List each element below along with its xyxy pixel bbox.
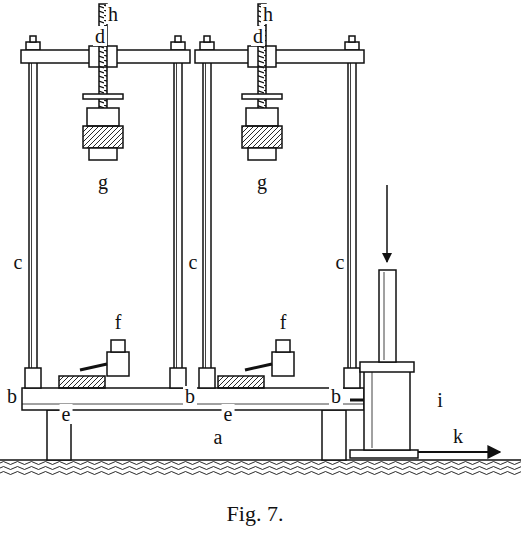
figure-caption: Fig. 7. <box>225 503 286 525</box>
press-die <box>248 148 276 160</box>
press-frame <box>195 4 364 388</box>
floor <box>0 460 521 476</box>
floor-texture <box>0 460 521 476</box>
hand-wheel <box>83 94 123 99</box>
part-letter: a <box>212 427 225 447</box>
part-letter: c <box>12 252 25 272</box>
part-letter: k <box>451 426 465 446</box>
column-nut <box>26 42 40 50</box>
pump-foot <box>350 450 418 458</box>
column-shade <box>205 58 206 368</box>
part-letter: g <box>96 172 110 192</box>
pump-plunger <box>379 270 396 362</box>
press-die <box>89 148 117 160</box>
press-head <box>242 126 282 148</box>
part-letter: d <box>93 26 107 46</box>
pump-body <box>364 370 410 450</box>
bolt-end <box>175 36 181 42</box>
part-letter: b <box>183 386 197 406</box>
pump <box>350 185 500 458</box>
bolt-end <box>30 36 36 42</box>
presses <box>21 4 364 388</box>
crossbar <box>195 50 364 63</box>
hand-wheel <box>242 94 282 99</box>
column-socket <box>199 368 215 388</box>
valve-body <box>107 352 129 376</box>
part-letter: h <box>261 4 275 24</box>
press-collar <box>87 108 119 126</box>
part-letter: e <box>222 404 235 424</box>
work-block <box>218 376 264 388</box>
column <box>29 56 37 370</box>
bolt-end <box>204 36 210 42</box>
feed-pipe <box>350 399 364 402</box>
part-letter: c <box>334 252 347 272</box>
force-arrow <box>386 185 388 262</box>
column-socket <box>344 368 360 388</box>
valve-lever <box>245 364 272 370</box>
pump-shade <box>372 372 373 448</box>
leg <box>322 410 346 460</box>
part-letter: h <box>106 4 120 24</box>
work-block <box>59 376 105 388</box>
column-nut <box>200 42 214 50</box>
part-letter: d <box>251 26 265 46</box>
column <box>348 56 356 370</box>
part-letter: b <box>5 386 19 406</box>
column-shade <box>350 58 351 368</box>
part-letter: g <box>255 172 269 192</box>
part-letter: b <box>329 386 343 406</box>
column-nut <box>171 42 185 50</box>
column-socket <box>25 368 41 388</box>
column <box>174 56 182 370</box>
press-collar <box>246 108 278 126</box>
column-shade <box>31 58 32 368</box>
valve-lever <box>80 364 107 370</box>
part-letter: f <box>113 312 124 332</box>
valve-cap <box>111 340 125 352</box>
valve-cap <box>276 340 290 352</box>
part-letter: e <box>60 404 73 424</box>
valve-body <box>272 352 294 376</box>
outlet-pipe <box>418 451 500 453</box>
press-head <box>83 126 123 148</box>
column-shade <box>176 58 177 368</box>
part-letter: f <box>278 312 289 332</box>
part-letter: i <box>435 390 445 410</box>
column-nut <box>345 42 359 50</box>
pump-collar <box>360 362 414 372</box>
column <box>203 56 211 370</box>
floor-line <box>0 459 521 461</box>
plunger-shade <box>384 272 385 360</box>
press-frame <box>21 4 190 388</box>
bolt-end <box>349 36 355 42</box>
column-socket <box>170 368 186 388</box>
part-letter: c <box>187 252 200 272</box>
